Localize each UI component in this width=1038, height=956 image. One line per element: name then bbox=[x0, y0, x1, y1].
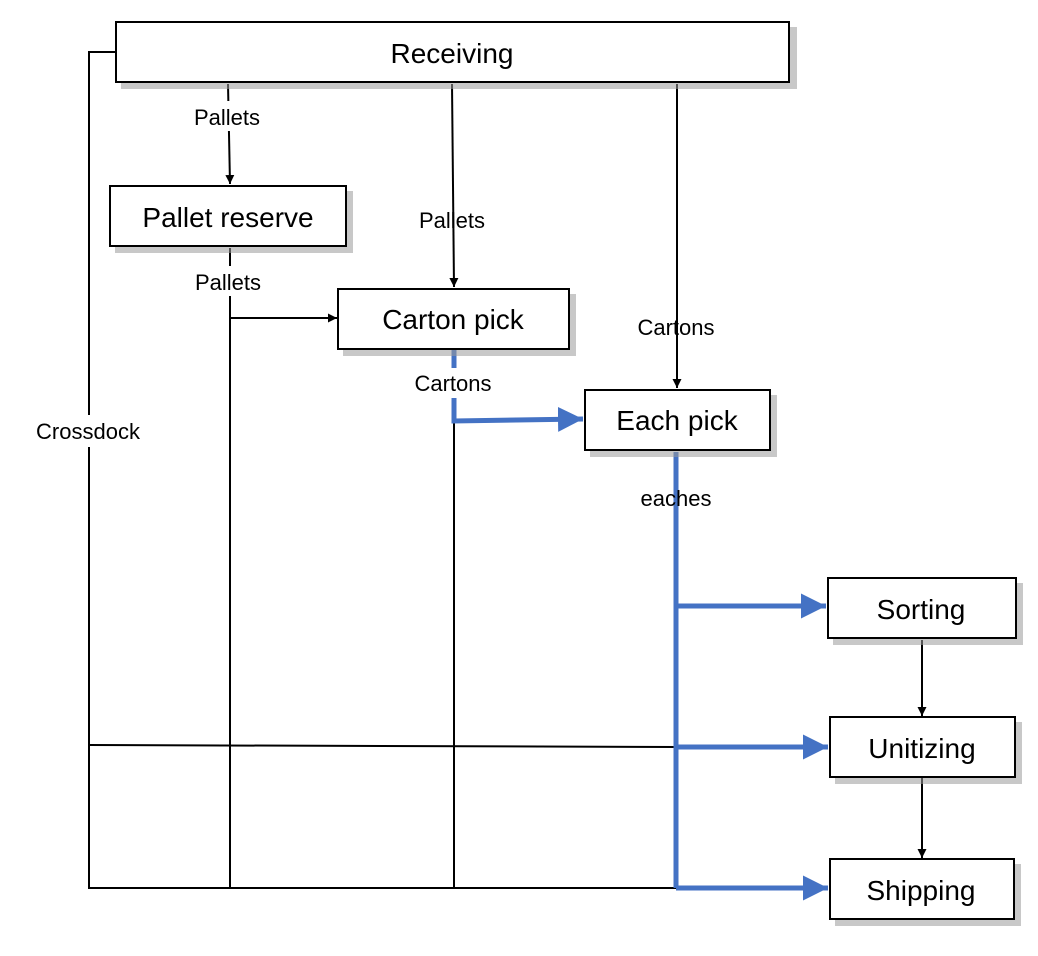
node-pallet-reserve-label: Pallet reserve bbox=[142, 202, 313, 233]
label-pallet-reserve-carton-pick: Pallets bbox=[195, 270, 261, 295]
label-crossdock: Crossdock bbox=[36, 419, 141, 444]
node-each-pick: Each pick bbox=[584, 389, 777, 457]
nodes: Receiving Pallet reserve Carton pick Eac… bbox=[109, 21, 1023, 926]
node-sorting-label: Sorting bbox=[877, 594, 966, 625]
node-unitizing: Unitizing bbox=[829, 716, 1022, 784]
node-shipping-label: Shipping bbox=[867, 875, 976, 906]
to-unitizing-line bbox=[88, 744, 678, 748]
label-receiving-pallet-reserve: Pallets bbox=[194, 105, 260, 130]
node-receiving: Receiving bbox=[115, 21, 797, 89]
node-shipping: Shipping bbox=[829, 858, 1021, 926]
node-each-pick-label: Each pick bbox=[616, 405, 738, 436]
edge-receiving-carton-pick bbox=[449, 83, 459, 288]
node-unitizing-label: Unitizing bbox=[868, 733, 975, 764]
edge-receiving-pallet-reserve bbox=[225, 83, 235, 185]
crossdock-line bbox=[88, 51, 677, 889]
edge-labels: Pallets Pallets Cartons Pallets Cartons … bbox=[20, 101, 715, 511]
label-each-pick-out: eaches bbox=[641, 486, 712, 511]
node-receiving-label: Receiving bbox=[391, 38, 514, 69]
label-carton-pick-each-pick: Cartons bbox=[414, 371, 491, 396]
label-receiving-each-pick: Cartons bbox=[637, 315, 714, 340]
label-receiving-carton-pick: Pallets bbox=[419, 208, 485, 233]
node-carton-pick-label: Carton pick bbox=[382, 304, 525, 335]
node-pallet-reserve: Pallet reserve bbox=[109, 185, 353, 253]
black-connectors bbox=[88, 51, 927, 889]
node-carton-pick: Carton pick bbox=[337, 288, 576, 356]
node-sorting: Sorting bbox=[827, 577, 1023, 645]
